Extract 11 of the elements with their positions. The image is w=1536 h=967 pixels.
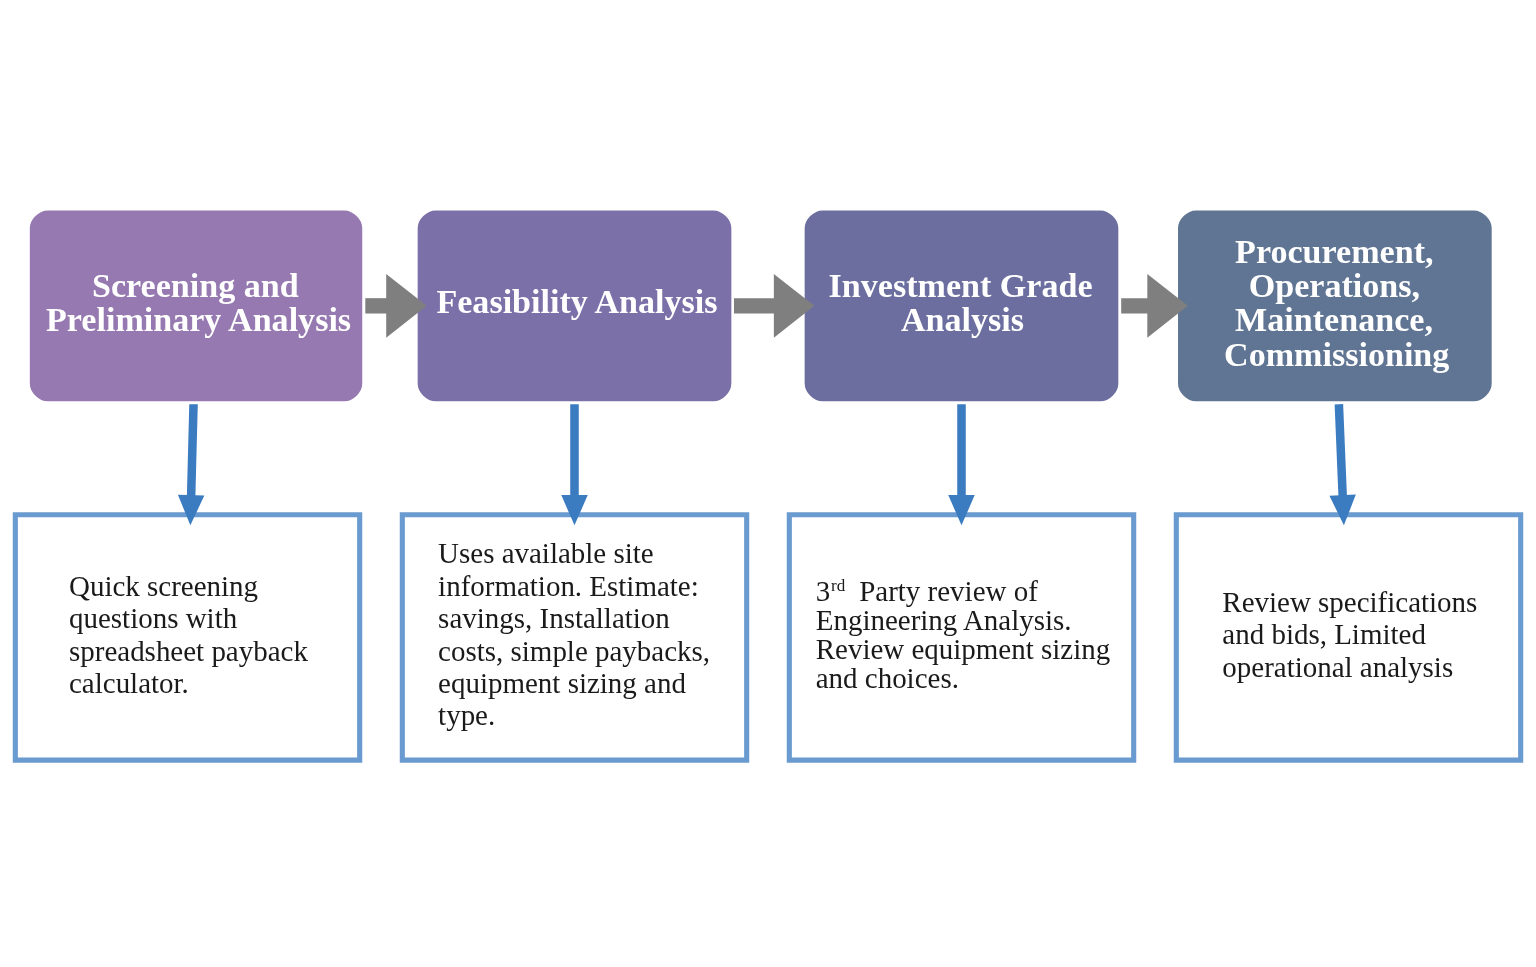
node-box: Quick screening questions with spreadsheet payback calculator. <box>12 511 363 763</box>
node-box: 3$^{rd}$ Party review of Engineering Analysis. Review equipment sizing and choices. <box>786 511 1137 763</box>
arrow <box>734 273 815 338</box>
arrow <box>177 403 205 525</box>
arrow <box>1329 403 1356 525</box>
arrow <box>1121 273 1188 338</box>
arrow <box>561 403 588 525</box>
node-box: Uses available site information. Estimate: savings, Installation costs, simple paybacks, equipment sizing and type. <box>399 511 750 763</box>
node-box: Review specifications and bids, Limited operational analysis <box>1173 511 1524 763</box>
arrow <box>365 273 427 338</box>
arrow <box>948 403 975 525</box>
